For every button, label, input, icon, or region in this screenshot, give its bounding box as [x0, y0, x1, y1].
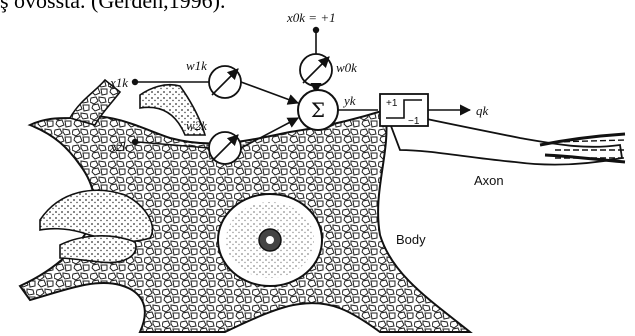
weight-w2-label: w2k: [186, 118, 207, 133]
activation-lower-label: −1: [408, 116, 420, 127]
axon-label: Axon: [474, 173, 504, 188]
activation-upper-label: +1: [386, 98, 398, 109]
weight-w1-icon: [209, 66, 241, 98]
x2-input-node: [132, 139, 138, 145]
bias-input-label: x0k = +1: [286, 10, 336, 25]
weight-w1-label: w1k: [186, 58, 207, 73]
nucleolus-core: [266, 236, 274, 244]
w1-to-sum: [241, 82, 298, 103]
dendrite-left-2: [60, 236, 136, 263]
x2-input-label: x2k: [109, 139, 128, 154]
weight-w2-icon: [209, 132, 241, 164]
sum-symbol: Σ: [311, 98, 325, 122]
weight-w0-icon: [300, 54, 332, 86]
final-output-label: qk: [476, 103, 489, 118]
weight-w0-label: w0k: [336, 60, 357, 75]
body-label: Body: [396, 232, 426, 247]
x1-input-label: x1k: [109, 75, 128, 90]
sum-output-label: yk: [342, 93, 356, 108]
bias-input-node: [313, 27, 319, 33]
x1-input-node: [132, 79, 138, 85]
